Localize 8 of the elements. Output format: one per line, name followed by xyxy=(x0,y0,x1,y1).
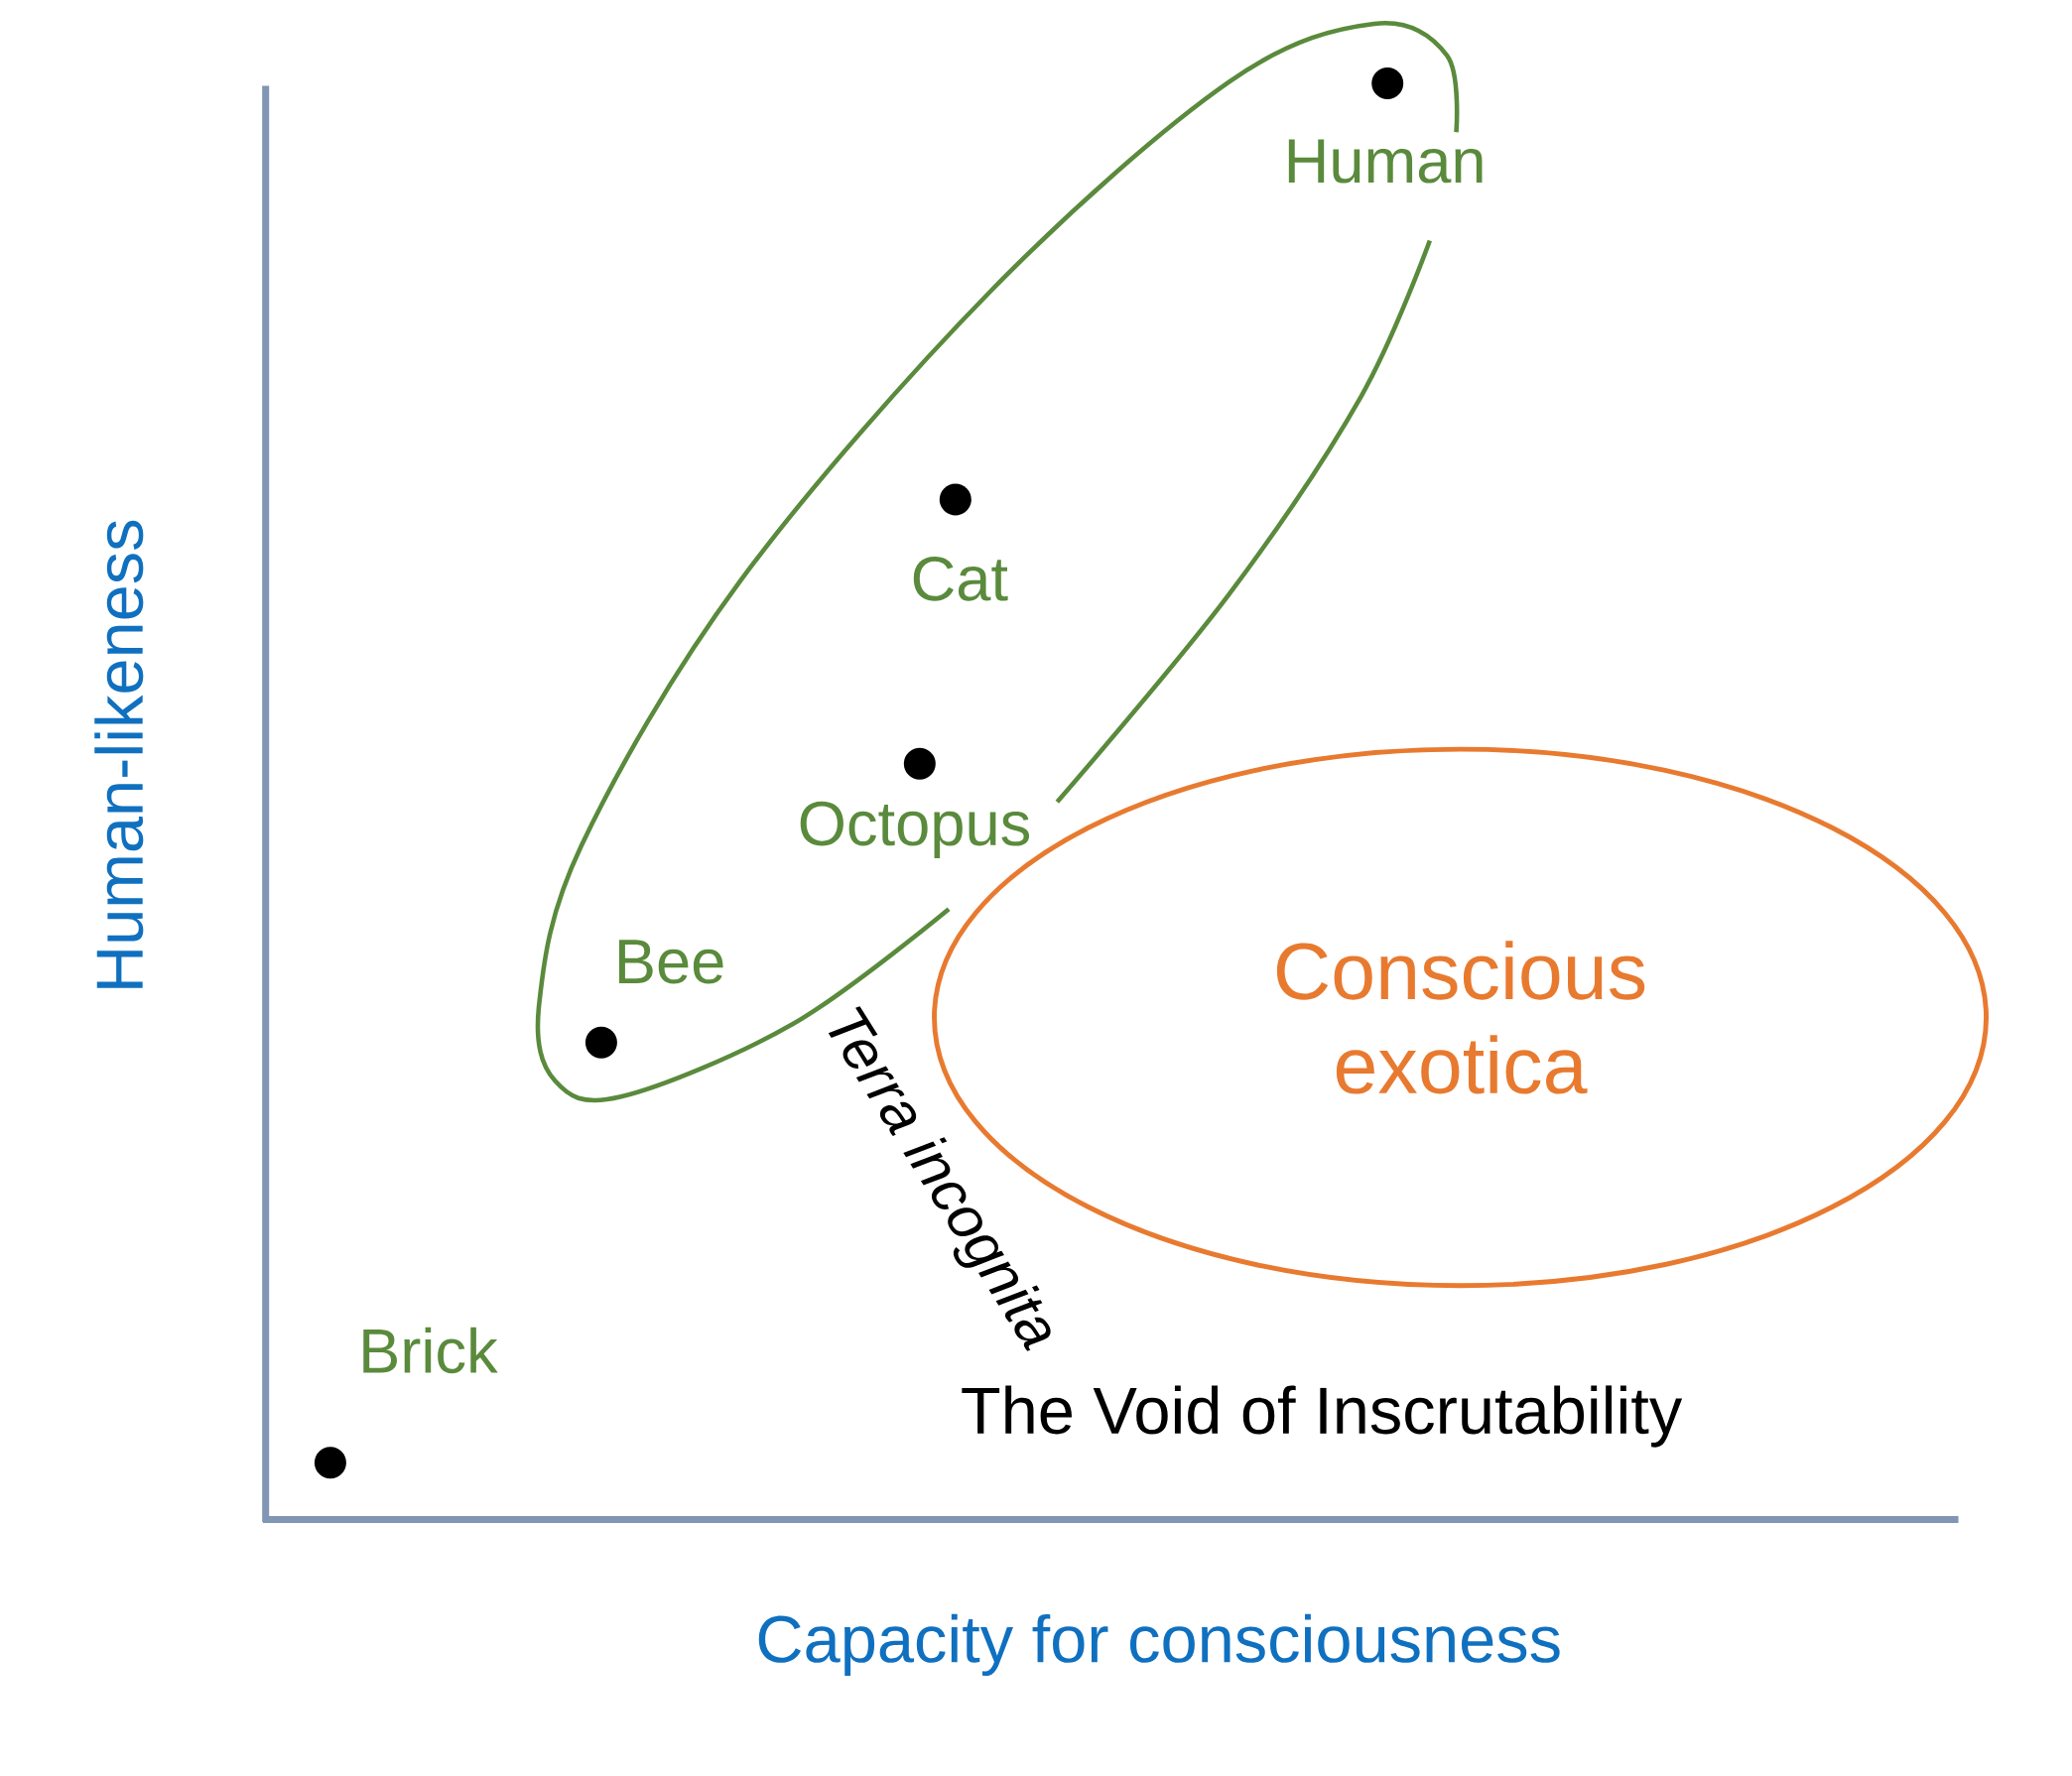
point-label: Bee xyxy=(619,940,723,984)
point-label: Cat xyxy=(913,557,1008,601)
axis-label: Human-likeness xyxy=(94,521,144,988)
point-label: Octopus xyxy=(800,801,1030,859)
point-label: Human xyxy=(1288,139,1483,184)
region-label: The Void of Inscrutability xyxy=(962,1385,1683,1448)
point-label: Brick xyxy=(363,1327,498,1374)
axis-label: Capacity for consciousness xyxy=(758,1613,1560,1677)
